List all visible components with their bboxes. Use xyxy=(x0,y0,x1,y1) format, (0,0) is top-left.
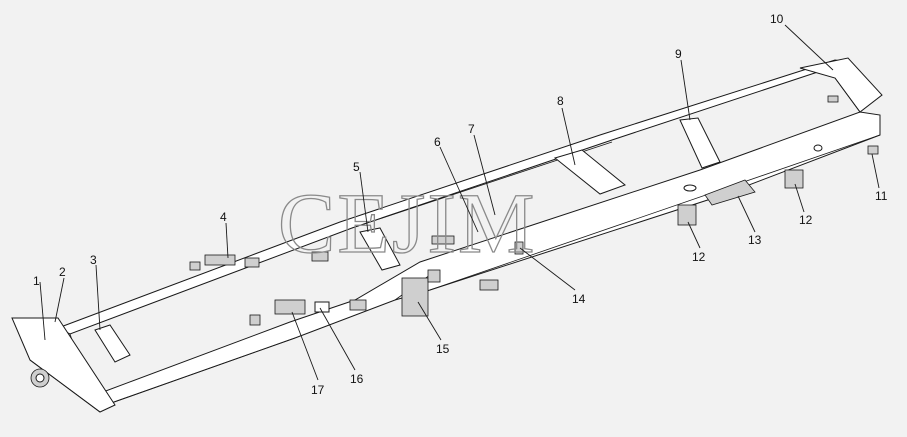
callout-8: 8 xyxy=(557,94,564,108)
callout-11: 11 xyxy=(875,189,888,203)
front-side-rail xyxy=(94,111,881,408)
callout-3: 3 xyxy=(90,253,97,267)
callout-12b: 12 xyxy=(799,213,813,227)
callout-7: 7 xyxy=(468,122,475,136)
callout-4: 4 xyxy=(220,210,227,224)
callout-5: 5 xyxy=(353,160,360,174)
callout-1: 1 xyxy=(33,274,40,288)
front-bumper xyxy=(11,317,116,413)
callout-labels: 1 2 3 4 5 6 7 8 9 10 11 12 12 13 14 15 1… xyxy=(33,12,888,397)
callout-14: 14 xyxy=(572,292,586,306)
callout-12a: 12 xyxy=(692,250,706,264)
rear-bracket xyxy=(827,95,839,103)
callout-6: 6 xyxy=(434,135,441,149)
callout-16: 16 xyxy=(350,372,364,386)
callout-15: 15 xyxy=(436,342,450,356)
mount-12-left xyxy=(677,204,697,226)
brackets xyxy=(189,144,879,326)
watermark: CEJIM xyxy=(278,175,536,271)
callout-9: 9 xyxy=(675,47,682,61)
rear-end-plate xyxy=(799,57,883,113)
leader-lines xyxy=(39,24,880,381)
mount-11 xyxy=(867,145,879,155)
cross-members xyxy=(94,117,721,363)
callout-17: 17 xyxy=(311,383,325,397)
callout-2: 2 xyxy=(59,265,66,279)
mount-12-right xyxy=(784,169,804,189)
callout-13: 13 xyxy=(748,233,762,247)
bracket-4 xyxy=(204,254,236,266)
callout-10: 10 xyxy=(770,12,784,26)
box-16 xyxy=(314,301,330,313)
bracket-17 xyxy=(274,299,306,315)
block-15 xyxy=(401,277,429,317)
